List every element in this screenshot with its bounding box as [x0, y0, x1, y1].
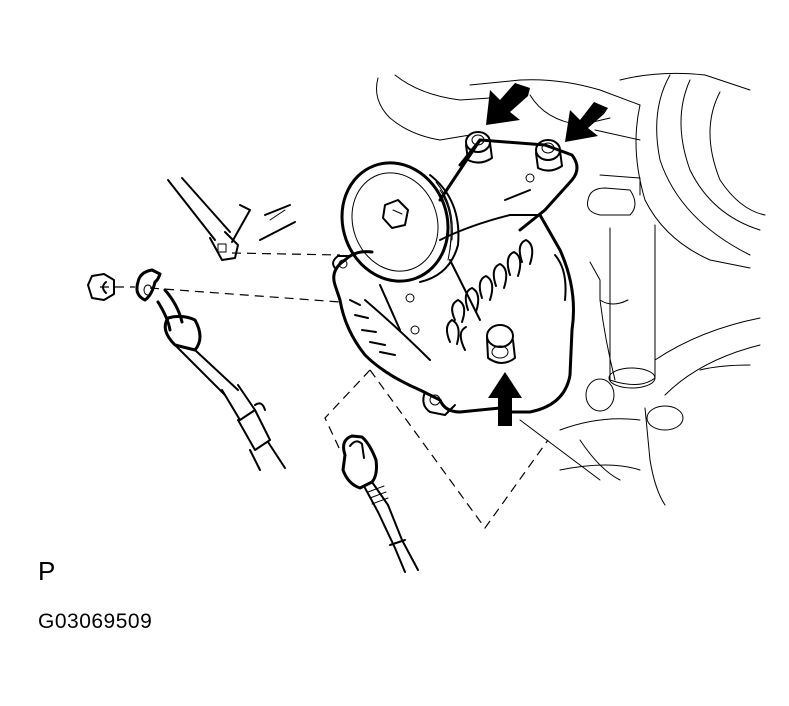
upper-left-bolt [465, 131, 493, 164]
pulley [340, 161, 460, 283]
upper-right-bolt [535, 139, 563, 172]
upper-right-bolt-arrow [565, 102, 608, 142]
lower-bolt [486, 324, 516, 364]
lower-bolt-arrow [488, 372, 522, 426]
view-label: P [38, 556, 56, 586]
terminal-nut [87, 273, 115, 301]
alignment-lines [100, 252, 549, 530]
wire-harness-clamp [167, 177, 296, 261]
engine-background [376, 72, 766, 506]
connector-plug [341, 434, 419, 573]
mounting-bracket [438, 138, 579, 414]
figure-id: G03069509 [38, 610, 153, 633]
upper-left-bolt-arrow [486, 83, 530, 125]
battery-cable-terminal [135, 268, 286, 471]
